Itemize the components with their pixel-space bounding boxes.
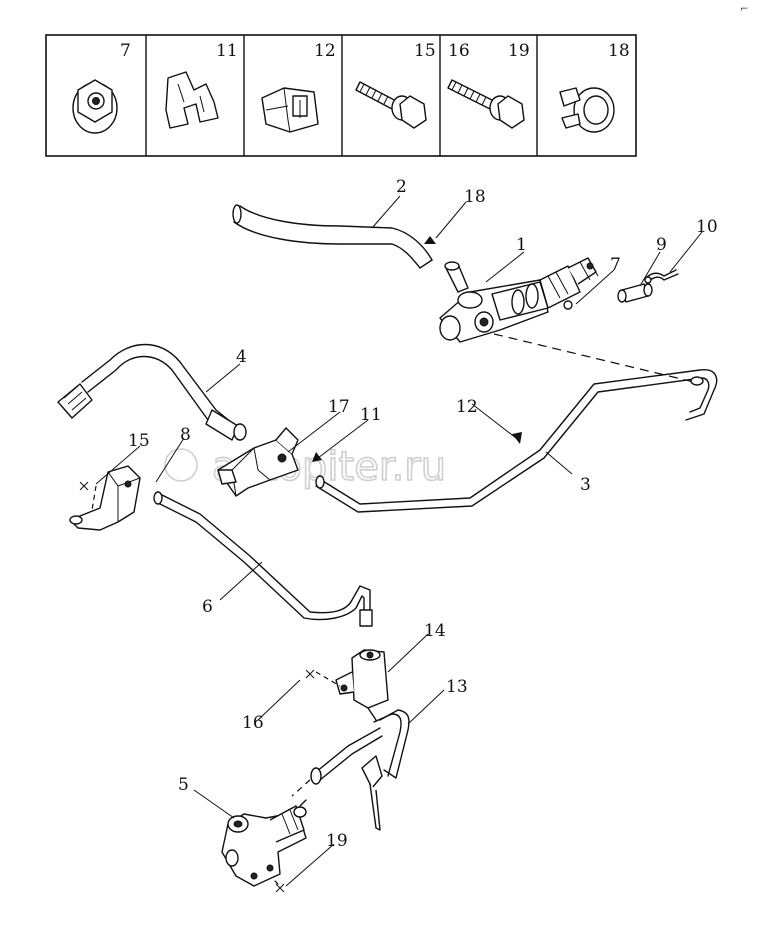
callout-3: 3 bbox=[580, 475, 591, 495]
clutch-slave-cylinder bbox=[221, 799, 307, 887]
callout-1: 1 bbox=[516, 235, 527, 255]
callout-18: 18 bbox=[464, 187, 486, 207]
bolt-dashed-line bbox=[91, 485, 97, 511]
slave-dashed-line bbox=[291, 779, 311, 797]
hose-bracket bbox=[217, 427, 299, 497]
clutch-pipe-slave bbox=[310, 709, 410, 831]
callout-16: 16 bbox=[242, 713, 264, 733]
clutch-pipe-upper bbox=[315, 369, 718, 513]
legend-number: 7 bbox=[120, 41, 131, 61]
fastener-legend-table: 7 11 12 15 16 19 18 bbox=[45, 34, 637, 157]
clutch-master-cylinder bbox=[439, 257, 599, 343]
callout-14: 14 bbox=[424, 621, 446, 641]
flange-nut-icon bbox=[72, 79, 118, 134]
spring-clip-icon bbox=[165, 71, 219, 129]
callout-8: 8 bbox=[180, 425, 191, 445]
leader-lines bbox=[95, 195, 703, 887]
reservoir-hose bbox=[232, 204, 433, 269]
hose-clamp-bracket-icon bbox=[261, 87, 319, 133]
cotter-pin bbox=[644, 269, 679, 284]
legend-number: 12 bbox=[314, 41, 336, 61]
callout-17: 17 bbox=[328, 397, 350, 417]
flange-bolt-short-icon bbox=[355, 81, 427, 129]
callout-5: 5 bbox=[178, 775, 189, 795]
legend-number: 11 bbox=[216, 41, 238, 61]
callout-19: 19 bbox=[326, 831, 348, 851]
callout-11: 11 bbox=[360, 405, 382, 425]
alignment-dashed-line bbox=[493, 333, 695, 383]
callout-2: 2 bbox=[396, 177, 407, 197]
legend-number: 16 bbox=[448, 41, 470, 61]
callout-12: 12 bbox=[456, 397, 478, 417]
callout-10: 10 bbox=[696, 217, 718, 237]
callout-15: 15 bbox=[128, 431, 150, 451]
callout-9: 9 bbox=[656, 235, 667, 255]
clutch-pipe-lower bbox=[153, 491, 373, 627]
callout-13: 13 bbox=[446, 677, 468, 697]
callout-7: 7 bbox=[610, 255, 621, 275]
fastener-mark bbox=[79, 481, 315, 893]
corner-mark: ⌐ bbox=[740, 4, 748, 15]
legend-number: 18 bbox=[608, 41, 630, 61]
legend-number: 19 bbox=[508, 41, 530, 61]
bolt-dashed-line bbox=[315, 671, 341, 687]
callout-numbers: 1 2 3 4 5 6 7 8 9 10 11 12 13 14 15 16 1… bbox=[128, 177, 718, 851]
callout-4: 4 bbox=[236, 347, 247, 367]
callout-6: 6 bbox=[202, 597, 213, 617]
pipe-clamp-bracket bbox=[69, 465, 141, 531]
watermark: autopiter.ru bbox=[164, 443, 447, 491]
pipe-joint-block bbox=[335, 649, 389, 721]
hose-clamp-icon bbox=[559, 87, 615, 133]
legend-number: 15 bbox=[414, 41, 436, 61]
clevis-pin bbox=[617, 283, 653, 303]
flange-bolt-long-icon bbox=[447, 79, 525, 129]
flexible-hose bbox=[57, 343, 247, 441]
